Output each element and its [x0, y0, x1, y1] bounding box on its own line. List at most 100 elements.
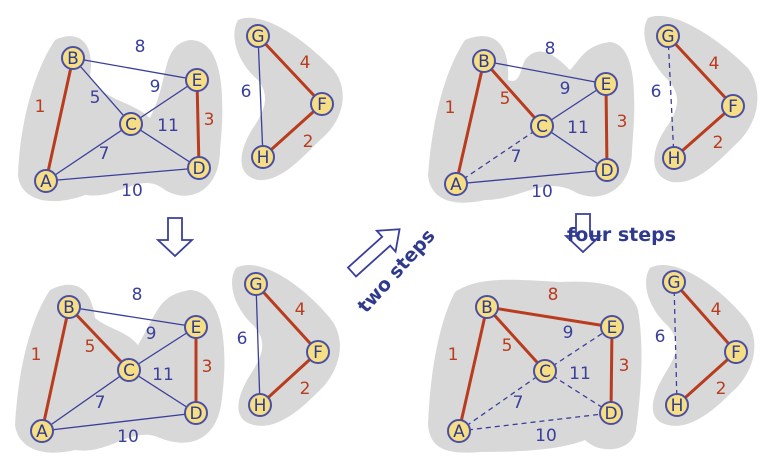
edge-b-c [482, 60, 544, 127]
down-arrow-right-icon [563, 213, 603, 254]
edge-weight-e-d: 3 [204, 110, 215, 130]
edge-g-h [667, 35, 675, 159]
edge-b-e [72, 57, 198, 81]
svg-text:F: F [313, 343, 323, 363]
svg-text:D: D [192, 159, 205, 179]
edge-weight-a-c: 7 [95, 393, 106, 413]
edge-weight-f-h: 2 [716, 379, 727, 399]
node-g: G [246, 24, 270, 48]
edge-weight-a-d: 10 [531, 182, 553, 202]
svg-text:A: A [450, 175, 462, 195]
svg-text:B: B [67, 49, 79, 69]
edge-c-d [544, 370, 612, 414]
edge-weight-c-e: 9 [563, 323, 574, 343]
cluster-right [234, 17, 343, 181]
edge-weight-b-c: 5 [500, 89, 511, 109]
edge-weight-a-b: 1 [35, 97, 46, 117]
svg-text:E: E [191, 318, 202, 338]
edge-weight-a-b: 1 [448, 345, 459, 365]
svg-text:D: D [604, 404, 617, 424]
edge-weight-b-c: 5 [85, 337, 96, 357]
svg-text:A: A [36, 422, 48, 442]
edge-b-c [67, 305, 131, 372]
edge-g-f [256, 34, 324, 106]
edge-weight-a-b: 1 [31, 345, 42, 365]
edge-weight-c-e: 9 [150, 77, 161, 97]
down-arrow-left-icon [155, 217, 195, 258]
edge-a-b [44, 57, 75, 182]
edge-weight-b-e: 8 [135, 37, 146, 57]
edge-e-d [609, 326, 614, 414]
svg-text:B: B [481, 298, 493, 318]
node-h: H [662, 146, 686, 170]
edge-g-f [254, 282, 320, 354]
edge-b-c [485, 305, 547, 373]
svg-text:F: F [731, 343, 741, 363]
edge-c-d [128, 369, 197, 414]
node-c: C [530, 114, 554, 138]
edge-f-h [258, 350, 320, 407]
svg-text:C: C [536, 117, 548, 137]
edge-weight-g-h: 6 [651, 82, 662, 102]
svg-text:H: H [668, 149, 681, 169]
svg-text:G: G [661, 27, 674, 47]
edge-weight-a-b: 1 [445, 98, 456, 118]
node-d: D [187, 156, 211, 180]
svg-text:C: C [539, 362, 551, 382]
edge-e-d [604, 83, 609, 171]
svg-text:D: D [600, 161, 613, 181]
svg-text:H: H [257, 148, 270, 168]
node-f: F [724, 340, 748, 364]
node-b: B [57, 295, 81, 319]
edge-weight-b-e: 8 [548, 285, 559, 305]
edge-weight-b-e: 8 [132, 285, 143, 305]
edge-weight-g-h: 6 [241, 82, 252, 102]
node-g: G [656, 24, 680, 48]
svg-text:C: C [123, 361, 135, 381]
edge-weight-b-e: 8 [545, 39, 556, 59]
edge-weight-c-e: 9 [146, 324, 157, 344]
edge-g-h [673, 281, 678, 406]
edge-c-e [128, 326, 197, 371]
node-h: H [665, 393, 689, 417]
node-h: H [251, 145, 275, 169]
edge-a-b [457, 306, 489, 432]
edge-b-e [486, 305, 613, 329]
edge-weight-g-f: 4 [295, 300, 306, 320]
node-a: A [447, 419, 471, 443]
node-e: E [600, 315, 624, 339]
svg-text:B: B [478, 52, 490, 72]
edge-g-h [257, 35, 264, 158]
edge-weight-b-c: 5 [502, 336, 513, 356]
node-d: D [595, 158, 619, 182]
node-a: A [444, 172, 468, 196]
node-d: D [184, 401, 208, 425]
edge-weight-f-h: 2 [713, 133, 724, 153]
edge-weight-g-f: 4 [300, 53, 311, 73]
edge-weight-a-c: 7 [513, 393, 524, 413]
edge-b-e [68, 306, 197, 328]
edge-a-b [40, 306, 71, 432]
cluster-right [644, 15, 758, 183]
svg-text:G: G [667, 273, 680, 293]
edge-e-d [195, 79, 201, 169]
node-g: G [662, 270, 686, 294]
svg-text:A: A [453, 422, 465, 442]
node-c: C [117, 358, 141, 382]
edge-g-f [672, 281, 738, 353]
edge-a-c [41, 369, 130, 432]
svg-text:E: E [192, 71, 203, 91]
edge-b-c [72, 57, 132, 125]
edge-f-h [673, 104, 734, 160]
node-b: B [475, 295, 499, 319]
node-f: F [721, 94, 745, 118]
svg-text:G: G [251, 27, 264, 47]
edge-weight-g-f: 4 [709, 54, 720, 74]
edge-c-e [544, 326, 613, 372]
edge-weight-f-h: 2 [303, 132, 314, 152]
edge-weight-f-h: 2 [300, 379, 311, 399]
edge-c-e [541, 83, 607, 127]
node-d: D [599, 401, 623, 425]
